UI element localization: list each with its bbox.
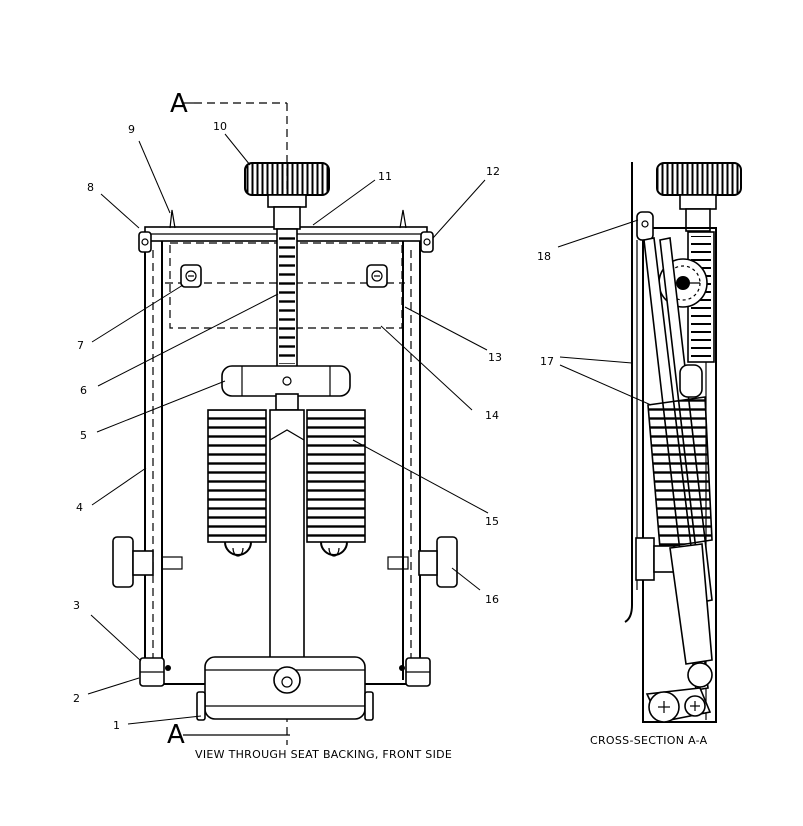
cross-section-caption: CROSS-SECTION A-A bbox=[590, 734, 708, 747]
callout-8: 8 bbox=[87, 181, 94, 194]
section-lower-rod bbox=[669, 543, 713, 688]
section-knob bbox=[656, 162, 742, 232]
callout-1: 1 bbox=[113, 719, 120, 732]
callout-7: 7 bbox=[77, 339, 84, 352]
tension-spring-right bbox=[306, 409, 366, 557]
callout-4: 4 bbox=[76, 501, 83, 514]
section-spring bbox=[647, 396, 713, 549]
corner-bolt-right bbox=[399, 209, 434, 253]
roller bbox=[196, 656, 374, 721]
callout-11: 11 bbox=[378, 170, 392, 183]
callout-13: 13 bbox=[488, 351, 502, 364]
front-view-caption: VIEW THROUGH SEAT BACKING, FRONT SIDE bbox=[195, 748, 452, 761]
tension-spring-left bbox=[207, 409, 267, 557]
bottom-fastener-left bbox=[139, 657, 171, 687]
pull-strap bbox=[269, 409, 305, 659]
threaded-spindle bbox=[276, 228, 298, 368]
callout-3: 3 bbox=[73, 599, 80, 612]
callout-14: 14 bbox=[485, 409, 499, 422]
section-yoke bbox=[679, 364, 703, 398]
callout-6: 6 bbox=[80, 384, 87, 397]
adjusting-knob bbox=[244, 162, 330, 230]
callout-15: 15 bbox=[485, 515, 499, 528]
section-bottom-roller bbox=[645, 687, 712, 723]
section-mark-top: A bbox=[170, 89, 188, 119]
plate-screw-right bbox=[366, 264, 388, 288]
front-view: A A bbox=[112, 89, 458, 750]
callout-12: 12 bbox=[486, 165, 500, 178]
plate-screw-left bbox=[180, 264, 202, 288]
seat-back-panel bbox=[624, 162, 633, 623]
cross-section-view bbox=[624, 162, 742, 723]
callout-10: 10 bbox=[213, 120, 227, 133]
callout-9: 9 bbox=[128, 123, 135, 136]
section-top-pivot bbox=[636, 211, 654, 241]
leader-lines bbox=[87, 133, 652, 725]
corner-bolt-left bbox=[138, 209, 176, 253]
callout-18: 18 bbox=[537, 250, 551, 263]
callout-numbers: 1 2 3 4 5 6 7 8 9 10 11 12 13 14 15 16 1… bbox=[73, 120, 554, 732]
side-rail-right bbox=[402, 241, 421, 680]
callout-17: 17 bbox=[540, 355, 554, 368]
section-mark-bottom: A bbox=[167, 720, 185, 750]
callout-16: 16 bbox=[485, 593, 499, 606]
bottom-fastener-right bbox=[399, 657, 431, 687]
side-rail-left bbox=[144, 241, 163, 680]
callout-5: 5 bbox=[80, 429, 87, 442]
spring-yoke bbox=[221, 365, 351, 411]
side-knob-right bbox=[387, 536, 458, 588]
side-knob-left bbox=[112, 536, 183, 588]
callout-2: 2 bbox=[73, 692, 80, 705]
